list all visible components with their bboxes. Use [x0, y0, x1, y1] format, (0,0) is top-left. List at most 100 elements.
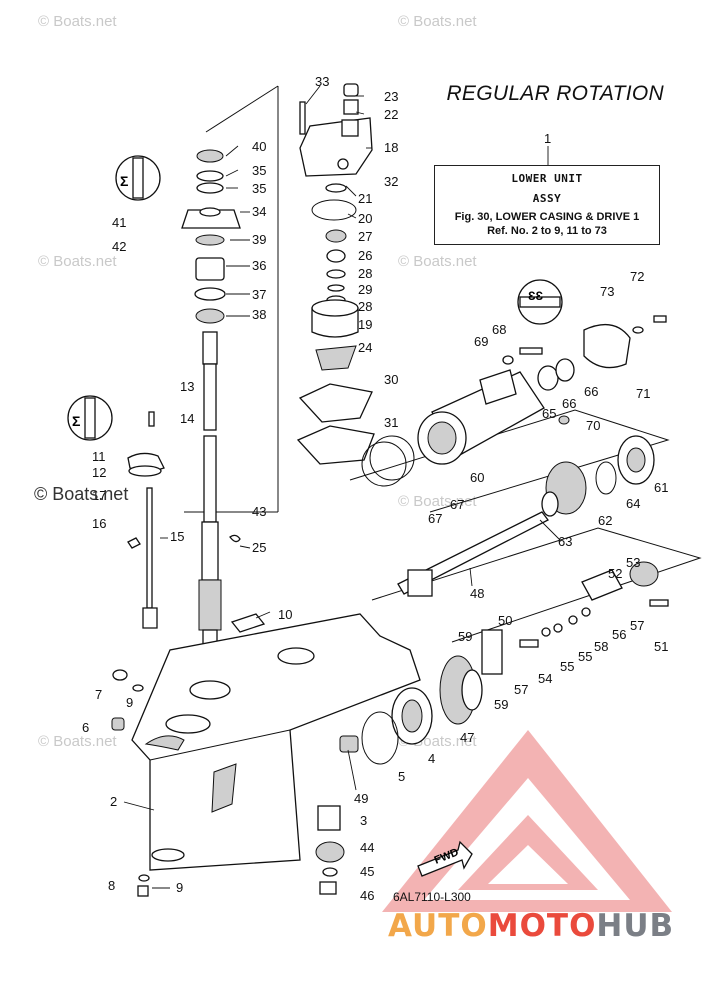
- propeller-shaft-assembly: [315, 315, 669, 895]
- callout-number: 63: [558, 534, 572, 549]
- callout-number: 9: [126, 695, 133, 710]
- callout-number: 43: [252, 504, 266, 519]
- drawing-code: 6AL7110-L300: [393, 890, 471, 904]
- callout-number: 72: [630, 269, 644, 284]
- assembly-callout: 1: [544, 131, 551, 146]
- reference-range: Ref. No. 2 to 9, 11 to 73: [487, 225, 607, 237]
- callout-number: 57: [514, 682, 528, 697]
- watermark: © Boats.net: [38, 253, 117, 270]
- callout-number: 54: [538, 671, 552, 686]
- callout-number: 69: [474, 334, 488, 349]
- callout-number: 6: [82, 720, 89, 735]
- callout-number: 3: [360, 813, 367, 828]
- callout-number: 36: [252, 258, 266, 273]
- callout-number: 8: [108, 878, 115, 893]
- callout-number: 37: [252, 287, 266, 302]
- callout-number: 58: [594, 639, 608, 654]
- callout-number: 24: [358, 340, 372, 355]
- callout-number: 71: [636, 386, 650, 401]
- watermark: © Boats.net: [398, 493, 477, 510]
- callout-number: 40: [252, 139, 266, 154]
- callout-number: 59: [458, 629, 472, 644]
- callout-number: 31: [384, 415, 398, 430]
- callout-number: 62: [598, 513, 612, 528]
- callout-number: 56: [612, 627, 626, 642]
- callout-number: 51: [654, 639, 668, 654]
- brand-part-hub: HUB: [596, 908, 675, 944]
- callout-number: 42: [112, 239, 126, 254]
- callout-number: 59: [494, 697, 508, 712]
- brand-wordmark: AUTOMOTOHUB: [388, 908, 674, 944]
- callout-number: 14: [180, 411, 194, 426]
- svg-text:ƐƐ: ƐƐ: [528, 289, 544, 303]
- callout-number: 11: [92, 449, 106, 464]
- callout-number: 32: [384, 174, 398, 189]
- callout-number: 67: [428, 511, 442, 526]
- callout-number: 21: [358, 191, 372, 206]
- callout-number: 61: [654, 480, 668, 495]
- assembly-name: LOWER UNIT: [511, 172, 583, 185]
- callout-number: 52: [608, 566, 622, 581]
- callout-number: 23: [384, 89, 398, 104]
- callout-number: 67: [450, 497, 464, 512]
- callout-number: 5: [398, 769, 405, 784]
- callout-number: 39: [252, 232, 266, 247]
- callout-number: 38: [252, 307, 266, 322]
- callout-number: 41: [112, 215, 126, 230]
- brand-logo-mark: [382, 730, 672, 912]
- callout-number: 2: [110, 794, 117, 809]
- callout-number: 48: [470, 586, 484, 601]
- callout-number: 20: [358, 211, 372, 226]
- brand-part-moto: MOTO: [487, 908, 597, 944]
- callout-number: 68: [492, 322, 506, 337]
- callout-number: 28: [358, 299, 372, 314]
- callout-number: 45: [360, 864, 374, 879]
- callout-number: 12: [92, 465, 106, 480]
- callout-number: 66: [584, 384, 598, 399]
- callout-number: 18: [384, 140, 398, 155]
- assembly-type: ASSY: [532, 192, 562, 205]
- callout-number: 60: [470, 470, 484, 485]
- water-pump-assembly: [296, 83, 375, 465]
- callout-number: 10: [278, 607, 292, 622]
- callout-number: 33: [315, 74, 329, 89]
- callout-number: 30: [384, 372, 398, 387]
- leader-lines: [123, 85, 561, 889]
- callout-number: 13: [180, 379, 194, 394]
- callout-number: 22: [384, 107, 398, 122]
- callout-number: 44: [360, 840, 374, 855]
- callout-number: 9: [176, 880, 183, 895]
- callout-number: 46: [360, 888, 374, 903]
- callout-number: 55: [560, 659, 574, 674]
- watermark: © Boats.net: [398, 13, 477, 30]
- callout-number: 26: [358, 248, 372, 263]
- callout-number: 66: [562, 396, 576, 411]
- watermark-group: © Boats.net © Boats.net © Boats.net © Bo…: [38, 13, 477, 750]
- seal-detail-icon: Σ Σ ƐƐ: [67, 155, 563, 441]
- callout-number: 70: [586, 418, 600, 433]
- callout-number: 65: [542, 406, 556, 421]
- callout-number: 16: [92, 516, 106, 531]
- lower-casing: [131, 613, 421, 871]
- callout-number: 25: [252, 540, 266, 555]
- watermark: © Boats.net: [38, 733, 117, 750]
- callout-number: 27: [358, 229, 372, 244]
- watermark: © Boats.net: [398, 253, 477, 270]
- watermark: © Boats.net: [38, 13, 117, 30]
- callout-number: 15: [170, 529, 184, 544]
- brand-part-auto: AUTO: [388, 908, 488, 944]
- callout-number: 64: [626, 496, 640, 511]
- shift-rod-assembly: [111, 411, 165, 897]
- callout-number: 57: [630, 618, 644, 633]
- callout-number: 47: [460, 730, 474, 745]
- svg-text:Σ: Σ: [72, 413, 80, 429]
- callout-number: 29: [358, 282, 372, 297]
- drive-shaft-assembly: [181, 149, 266, 667]
- figure-reference: Fig. 30, LOWER CASING & DRIVE 1: [454, 211, 640, 223]
- callout-number: 35: [252, 163, 266, 178]
- callout-number: 34: [252, 204, 266, 219]
- page-title: REGULAR ROTATION: [446, 82, 664, 105]
- svg-text:Σ: Σ: [120, 173, 128, 189]
- callout-number: 17: [92, 488, 106, 503]
